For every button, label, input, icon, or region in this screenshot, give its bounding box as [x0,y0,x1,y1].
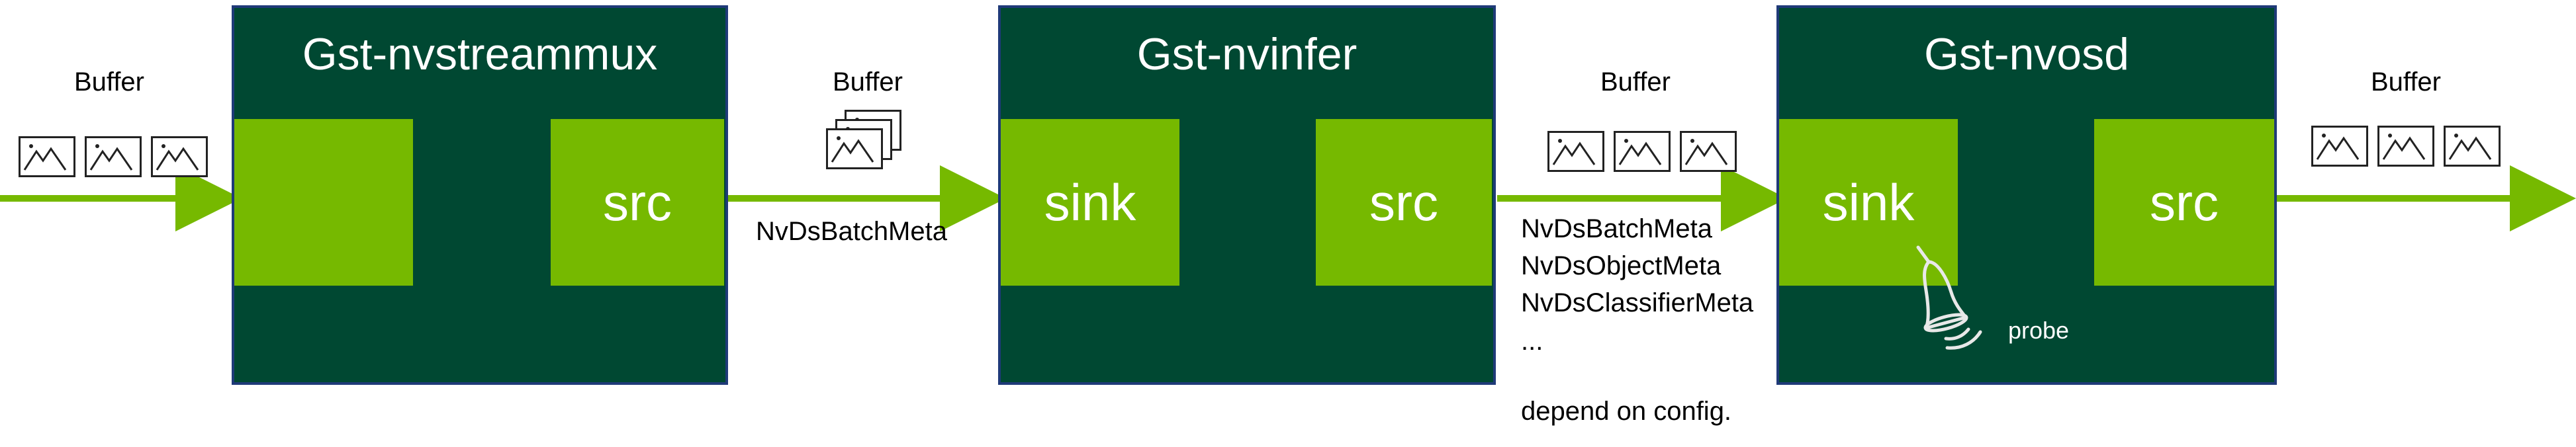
nvinfer-block: Gst-nvinfer sink src [998,5,1496,385]
buffer-label-batched: Buffer [833,67,903,97]
streammux-src-pad: src [551,119,724,286]
image-frame-icon [1614,131,1671,172]
meta-label-nvinfer-0: NvDsBatchMeta [1521,214,1712,243]
image-frame-icon [151,136,208,177]
buffer-label-input: Buffer [74,67,144,97]
nvosd-sink-pad: sink [1779,119,1958,286]
image-frame-icon [826,128,883,169]
image-frame-icon [1547,131,1604,172]
nvosd-title: Gst-nvosd [1924,29,2129,79]
nvosd-block: Gst-nvosd sink src [1776,5,2277,385]
buffer-label-output: Buffer [2371,67,2441,97]
nvinfer-sink-pad: sink [1001,119,1179,286]
image-frame-icon [19,136,75,177]
meta-label-nvinfer-2: NvDsClassifierMeta [1521,288,1754,317]
image-frame-icon [2311,126,2368,167]
meta-label-streammux: NvDsBatchMeta [756,217,947,246]
meta-label-nvinfer-1: NvDsObjectMeta [1521,251,1722,280]
image-frame-icon [2377,126,2434,167]
buffer-label-nvinfer-out: Buffer [1600,67,1671,97]
probe-icon [1916,245,1982,350]
streammux-title: Gst-nvstreammux [302,29,658,79]
image-frame-icon [1680,131,1737,172]
nvinfer-src-pad: src [1316,119,1492,286]
nvosd-src-pad: src [2094,119,2274,286]
meta-label-nvinfer-note: depend on config. [1521,397,1732,426]
image-frame-icon [85,136,142,177]
nvinfer-title: Gst-nvinfer [1136,29,1357,79]
streammux-sink-pad [234,119,413,286]
image-frame-icon [2444,126,2501,167]
streammux-block: Gst-nvstreammux src [232,5,728,385]
meta-label-nvinfer-3: ... [1521,327,1543,356]
probe-label: probe [2008,317,2070,344]
